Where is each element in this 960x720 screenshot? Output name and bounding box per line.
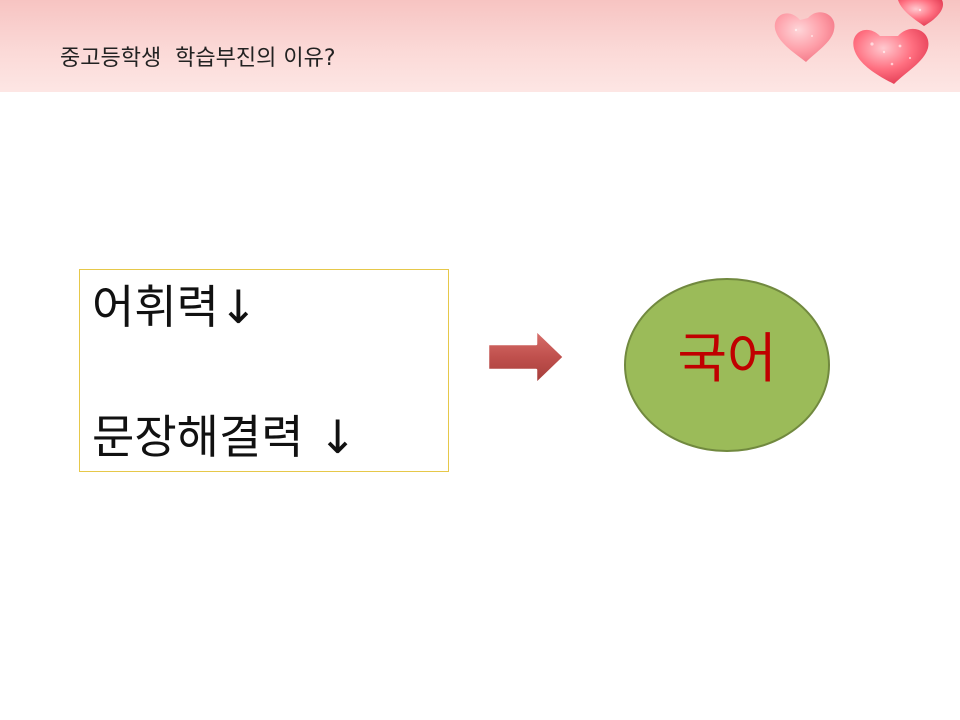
arrow-right-icon bbox=[486, 328, 566, 386]
sentence-comprehension-decline-text: 문장해결력 ↓ bbox=[92, 410, 357, 464]
slide-title: 중고등학생 학습부진의 이유? bbox=[60, 46, 336, 71]
korean-subject-circle: 국어 bbox=[624, 278, 830, 452]
heart-candy-icon bbox=[774, 0, 944, 85]
korean-subject-label: 국어 bbox=[677, 327, 777, 390]
header-band: 중고등학생 학습부진의 이유? bbox=[0, 0, 960, 92]
vocabulary-decline-text: 어휘력↓ bbox=[92, 280, 258, 334]
reasons-text-box: 어휘력↓ 문장해결력 ↓ bbox=[79, 269, 449, 472]
